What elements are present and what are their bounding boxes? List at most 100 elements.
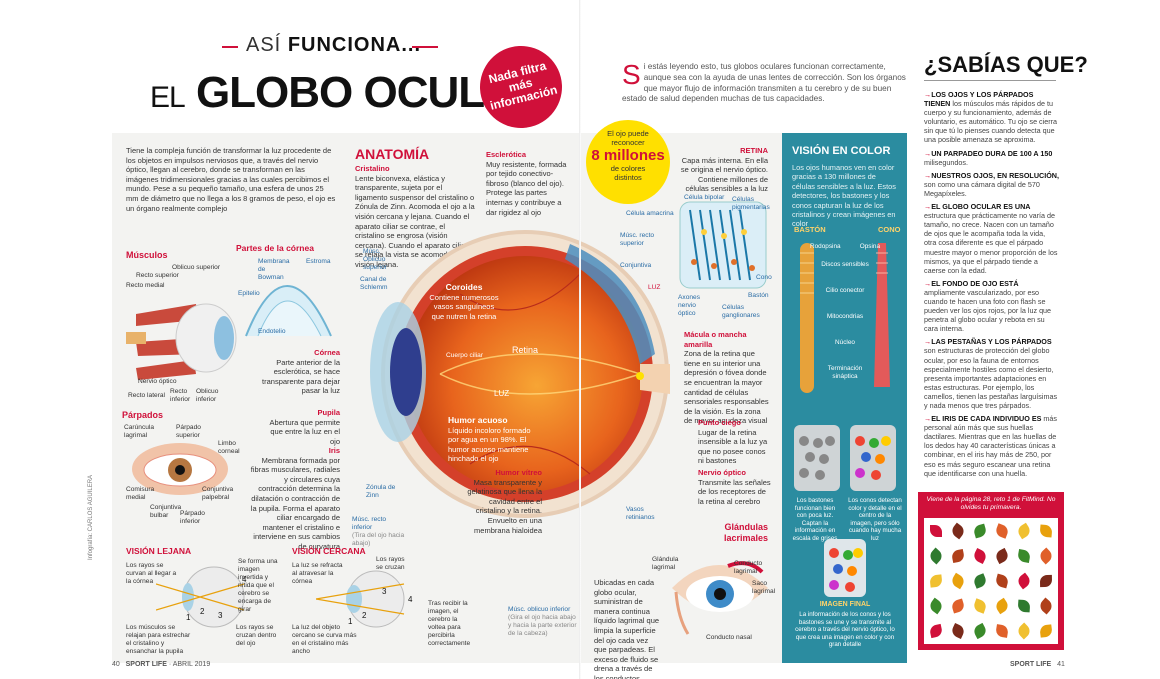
- label-recto-inferior: Recto inferior: [170, 388, 191, 403]
- label-canal-schlemm: Canal de Schlemm: [360, 276, 388, 291]
- intro-paragraph: S i estás leyendo esto, tus globos ocula…: [622, 61, 907, 105]
- label-limbo-corneal: Limbo corneal: [218, 440, 240, 455]
- bubble-number: 8 millones: [591, 147, 665, 164]
- pupila-text: Abertura que permite que entre la luz en…: [269, 417, 340, 446]
- magazine-name-left: SPORT LIFE: [125, 661, 167, 668]
- retina-heading: RETINA: [740, 146, 768, 155]
- leaf-cell: [1014, 569, 1035, 593]
- label-conjuntiva-bulbar: Conjuntiva bulbar: [150, 504, 182, 519]
- vision-cercana-step-1: La luz se refracta al atravesar la córne…: [292, 562, 343, 585]
- leaf-cell: [1014, 594, 1035, 618]
- macula-block: Mácula o mancha amarilla Zona de la reti…: [684, 330, 770, 426]
- leaf-cell: [991, 544, 1012, 568]
- label-musc-oblicuo-superior: Músc. Oblicuo superior: [363, 248, 387, 271]
- leaf-icon: [1039, 524, 1053, 538]
- leaf-icon: [949, 572, 966, 590]
- fact-body: son estructuras de protección del globo …: [924, 346, 1058, 410]
- label-saco-lagrimal: Saco lagrimal: [752, 580, 776, 595]
- leaf-icon: [1015, 622, 1033, 640]
- humor-acuoso-text: Líquido incoloro formado por agua en un …: [448, 425, 531, 464]
- kicker: ASÍ FUNCIONA...: [222, 34, 421, 57]
- leaf-cell: [947, 619, 968, 643]
- label-cono: Cono: [756, 274, 772, 281]
- leaf-icon: [1015, 522, 1033, 540]
- leaf-icon: [927, 547, 945, 565]
- fact-body: los músculos más rápidos de tu cuerpo y …: [924, 99, 1058, 145]
- label-nucleo: Núcleo: [835, 339, 855, 346]
- leaf-cell: [991, 619, 1012, 643]
- vision-lejana-step-2: Se forma una imagen invertida y nítida q…: [238, 558, 278, 613]
- cristalino-heading: Cristalino: [355, 164, 390, 173]
- leaf-cell: [969, 519, 990, 543]
- leaf-icon: [993, 597, 1011, 615]
- leaf-cell: [947, 569, 968, 593]
- label-conjuntiva-palpebral: Conjuntiva palpebral: [202, 486, 234, 501]
- kicker-prefix: ASÍ: [246, 34, 282, 56]
- cornea-heading: Córnea: [314, 348, 340, 357]
- leaf-cell: [1036, 544, 1057, 568]
- leaf-cell: [969, 569, 990, 593]
- label-epitelio: Epitelio: [238, 290, 260, 297]
- coroides-block: Coroides Contiene numerosos vasos sanguí…: [428, 282, 500, 321]
- esclerotica-text: Muy resistente, formada por tejido conec…: [486, 159, 567, 217]
- leaf-icon: [995, 624, 1009, 638]
- cornea-block: Córnea Parte anterior de la esclerótica,…: [262, 348, 340, 396]
- leaf-icon: [950, 548, 965, 564]
- baston-title: BASTÓN: [794, 225, 826, 234]
- leaf-cell: [947, 544, 968, 568]
- leaf-cell: [925, 519, 946, 543]
- vision-cercana-step-4: Tras recibir la imagen, el cerebro la vo…: [428, 600, 471, 647]
- facts-list: →LOS OJOS Y LOS PÁRPADOS TIENEN los músc…: [924, 90, 1059, 482]
- headline-badge: Nada filtra más información: [471, 37, 571, 137]
- label-luz: LUZ: [494, 389, 510, 398]
- label-recto-superior: Recto superior: [136, 272, 179, 279]
- fact-item: →LOS OJOS Y LOS PÁRPADOS TIENEN los músc…: [924, 90, 1058, 145]
- leaf-cell: [991, 519, 1012, 543]
- leaf-note: Viene de la página 28, reto 1 de FitMind…: [926, 496, 1056, 511]
- fact-item: →LAS PESTAÑAS Y LOS PÁRPADOS son estruct…: [924, 337, 1058, 410]
- label-mitocondrias: Mitocondrias: [826, 313, 864, 320]
- retina-text: Capa más interna. En ella se origina el …: [680, 155, 768, 194]
- vision-color-panel: VISIÓN EN COLOR Los ojos humanos ven en …: [782, 133, 907, 663]
- label-estroma: Estroma: [306, 258, 331, 265]
- vision-color-title: VISIÓN EN COLOR: [792, 145, 891, 157]
- leaf-icon: [1039, 624, 1054, 638]
- leaf-icon: [1017, 599, 1031, 613]
- conos-text: Los conos detectan color y detalle en el…: [848, 497, 902, 542]
- glandulas-heading: Glándulas lacrimales: [723, 522, 768, 543]
- bubble-bottom: de colores distintos: [610, 164, 646, 182]
- label-discos: Discos sensibles: [821, 261, 869, 268]
- label-terminacion: Terminación sináptica: [827, 365, 863, 380]
- fact-item: →UN PARPADEO DURA DE 100 A 150 milisegun…: [924, 148, 1053, 167]
- colors-bubble: El ojo puede reconocer 8 millones de col…: [586, 120, 670, 204]
- leaf-grid: [924, 518, 1058, 644]
- lejana-num-4: 4: [242, 575, 247, 584]
- cristalino-text: Lente biconvexa, elástica y transparente…: [355, 173, 475, 269]
- leaf-icon: [1040, 574, 1053, 588]
- label-comisura: Comisura medial: [126, 486, 155, 501]
- leaf-icon: [1037, 597, 1055, 615]
- cornea-text: Parte anterior de la esclerótica, se hac…: [262, 357, 340, 396]
- issue-date: · ABRIL 2019: [168, 661, 211, 668]
- leaf-icon: [950, 598, 966, 614]
- pupila-block: Pupila Abertura que permite que entre la…: [262, 408, 340, 446]
- sabias-rule: [924, 80, 1056, 81]
- lejana-num-3: 3: [218, 611, 223, 620]
- eyeball-cross-section: [370, 230, 670, 518]
- magazine-name-right: SPORT LIFE: [1010, 661, 1052, 668]
- punto-ciego-heading: Punto ciego: [698, 418, 741, 427]
- leaf-puzzle-box: Viene de la página 28, reto 1 de FitMind…: [918, 492, 1064, 650]
- vision-lejana-step-4: Los rayos se cruzan dentro del ojo: [236, 624, 277, 647]
- leaf-cell: [925, 569, 946, 593]
- cercana-num-4: 4: [408, 595, 413, 604]
- punto-ciego-block: Punto ciego Lugar de la retina insensibl…: [698, 418, 772, 466]
- lejana-num-1: 1: [186, 613, 191, 622]
- parpados-heading: Párpados: [122, 410, 164, 420]
- label-axones: Axones nervio óptico: [678, 294, 700, 317]
- label-luz-small: LUZ: [648, 284, 661, 291]
- fact-item: →NUESTROS OJOS, EN RESOLUCIÓN, son como …: [924, 170, 1059, 198]
- label-conducto-lagrimal: Conducto lagrimal: [734, 560, 763, 575]
- macula-heading: Mácula o mancha amarilla: [684, 330, 747, 349]
- musc-recto-inferior-name: Músc. recto inferior: [352, 516, 387, 531]
- fact-title: NUESTROS OJOS, EN RESOLUCIÓN,: [931, 170, 1059, 180]
